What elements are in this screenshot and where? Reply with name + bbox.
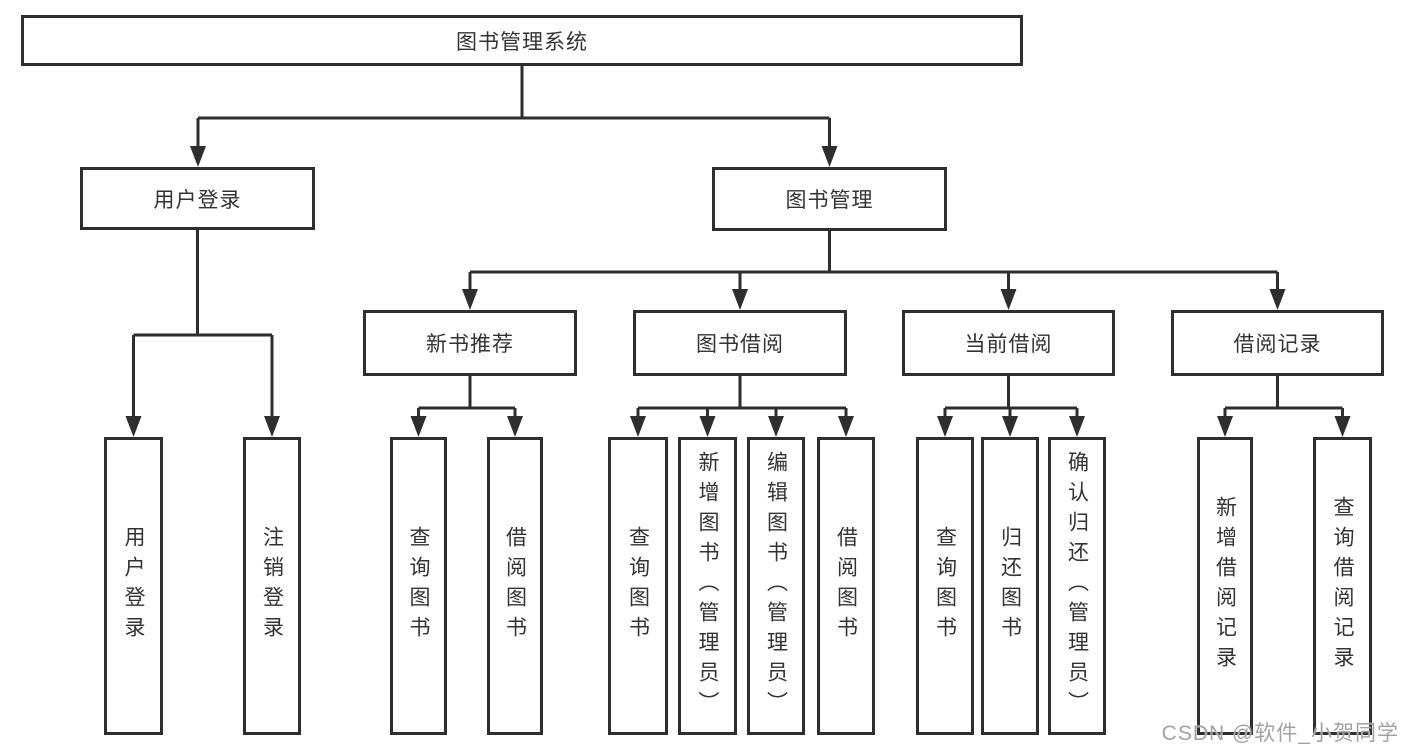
arrow-down-icon	[410, 416, 427, 437]
arrow-down-icon	[1269, 289, 1286, 310]
connector-user-login	[132, 230, 274, 418]
connector-book-mgmt	[468, 231, 1279, 291]
node-label: 查询图书	[407, 526, 430, 646]
node-label: 当前借阅	[964, 333, 1053, 356]
node-new-books: 新书推荐	[363, 310, 577, 376]
node-book-borrow: 图书借阅	[633, 310, 847, 376]
arrow-down-icon	[937, 416, 953, 437]
arrow-down-icon	[462, 289, 478, 310]
arrow-down-icon	[768, 416, 784, 437]
arrow-down-icon	[1217, 416, 1233, 437]
node-root-system: 图书管理系统	[21, 15, 1023, 66]
arrow-down-icon	[1069, 416, 1085, 437]
node-label: 查询图书	[626, 526, 650, 646]
node-current-borrow: 当前借阅	[902, 310, 1115, 376]
node-label: 新书推荐	[426, 333, 514, 356]
arrow-down-icon	[838, 416, 854, 437]
node-label: 新增图书（管理员）	[696, 451, 719, 721]
arrow-down-icon	[1334, 416, 1351, 437]
connector-current-borrow	[943, 376, 1079, 418]
leaf-query-books-1: 查询图书	[390, 437, 447, 735]
node-label: 借阅记录	[1233, 333, 1322, 356]
leaf-confirm-return-admin: 确认归还（管理员）	[1048, 437, 1106, 735]
leaf-borrow-books-2: 借阅图书	[817, 437, 875, 735]
arrow-down-icon	[507, 416, 523, 437]
connector-borrow-records	[1223, 376, 1344, 418]
node-label: 图书借阅	[696, 333, 784, 356]
node-label: 确认归还（管理员）	[1065, 451, 1089, 721]
connector-book-borrow	[636, 376, 848, 418]
node-label: 用户登录	[153, 188, 242, 212]
arrow-down-icon	[264, 416, 280, 437]
arrow-down-icon	[1002, 416, 1018, 437]
node-label: 查询图书	[933, 526, 957, 646]
leaf-edit-books-admin: 编辑图书（管理员）	[747, 437, 805, 735]
leaf-query-borrow-record: 查询借阅记录	[1313, 437, 1372, 735]
node-label: 用户登录	[122, 526, 145, 646]
arrow-down-icon	[821, 146, 838, 167]
arrow-down-icon	[630, 416, 646, 437]
node-label: 编辑图书（管理员）	[764, 451, 788, 721]
leaf-logout: 注销登录	[243, 437, 301, 735]
node-label: 图书管理系统	[456, 30, 588, 54]
csdn-watermark: CSDN @软件_小贺同学	[1161, 722, 1399, 745]
node-label: 查询借阅记录	[1331, 496, 1354, 676]
node-label: 借阅图书	[503, 526, 527, 646]
connector-root	[196, 66, 831, 148]
arrow-down-icon	[125, 416, 142, 437]
node-label: 归还图书	[998, 526, 1022, 646]
arrow-down-icon	[190, 146, 206, 167]
arrow-down-icon	[732, 289, 748, 310]
node-borrow-records: 借阅记录	[1171, 310, 1384, 376]
node-book-mgmt: 图书管理	[712, 167, 947, 231]
leaf-query-books-2: 查询图书	[608, 437, 668, 735]
node-label: 注销登录	[260, 526, 284, 646]
leaf-add-books-admin: 新增图书（管理员）	[678, 437, 737, 735]
arrow-down-icon	[1000, 289, 1017, 310]
node-label: 图书管理	[785, 189, 874, 212]
leaf-user-login: 用户登录	[104, 437, 163, 735]
leaf-add-borrow-record: 新增借阅记录	[1197, 437, 1253, 735]
connector-new-books	[417, 376, 517, 418]
arrow-down-icon	[699, 416, 716, 437]
leaf-query-books-3: 查询图书	[916, 437, 974, 735]
node-label: 借阅图书	[834, 526, 858, 646]
leaf-return-books: 归还图书	[981, 437, 1039, 735]
arrowhead-icons	[125, 146, 1351, 437]
node-label: 新增借阅记录	[1213, 496, 1237, 676]
node-user-login: 用户登录	[80, 167, 315, 230]
leaf-borrow-books-1: 借阅图书	[487, 437, 543, 735]
